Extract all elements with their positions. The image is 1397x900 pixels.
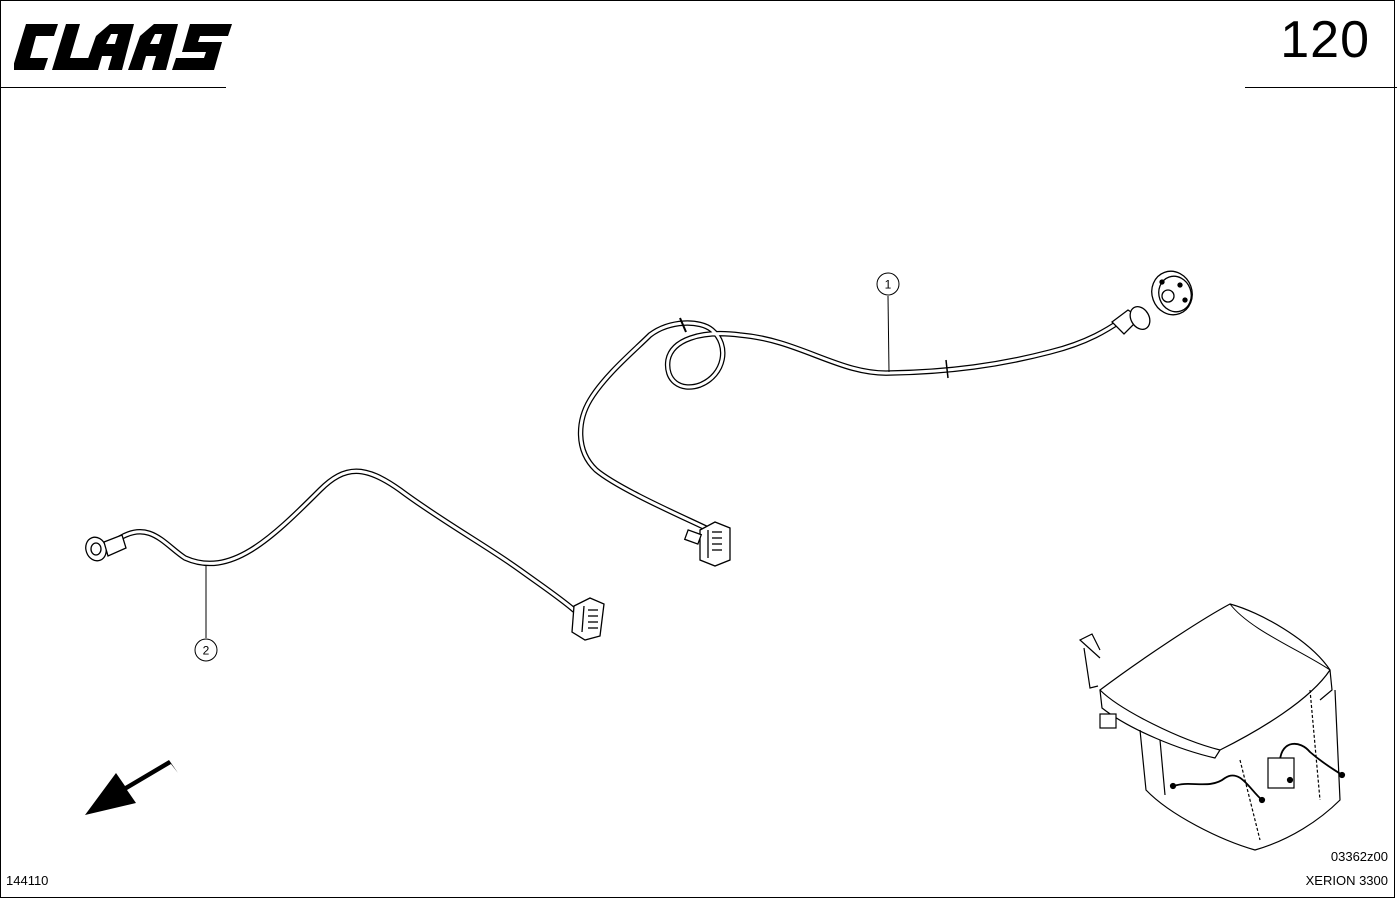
- cable-harness-1: [577, 315, 1128, 534]
- header-rule-left: [0, 87, 226, 88]
- model-name: XERION 3300: [1305, 873, 1388, 888]
- connector-plug-1: [683, 521, 731, 567]
- illustration-code: 144110: [6, 873, 49, 888]
- header-rule-right: [1245, 87, 1397, 88]
- socket-connector-1: [1111, 270, 1193, 335]
- callout-1-label: 1: [885, 278, 892, 292]
- callout-2-label: 2: [203, 644, 210, 658]
- callout-2: [194, 566, 218, 662]
- cable-harness-2: [117, 468, 577, 613]
- page-number: 120: [1280, 11, 1370, 69]
- callout-1: [876, 272, 900, 373]
- direction-arrow-icon: [85, 760, 178, 815]
- lamp-socket-2: [85, 534, 127, 562]
- connector-plug-2: [571, 597, 605, 641]
- claas-logo: [14, 24, 232, 70]
- cab-location-icon: [1078, 603, 1346, 851]
- drawing-ref: 03362z00: [1330, 849, 1388, 864]
